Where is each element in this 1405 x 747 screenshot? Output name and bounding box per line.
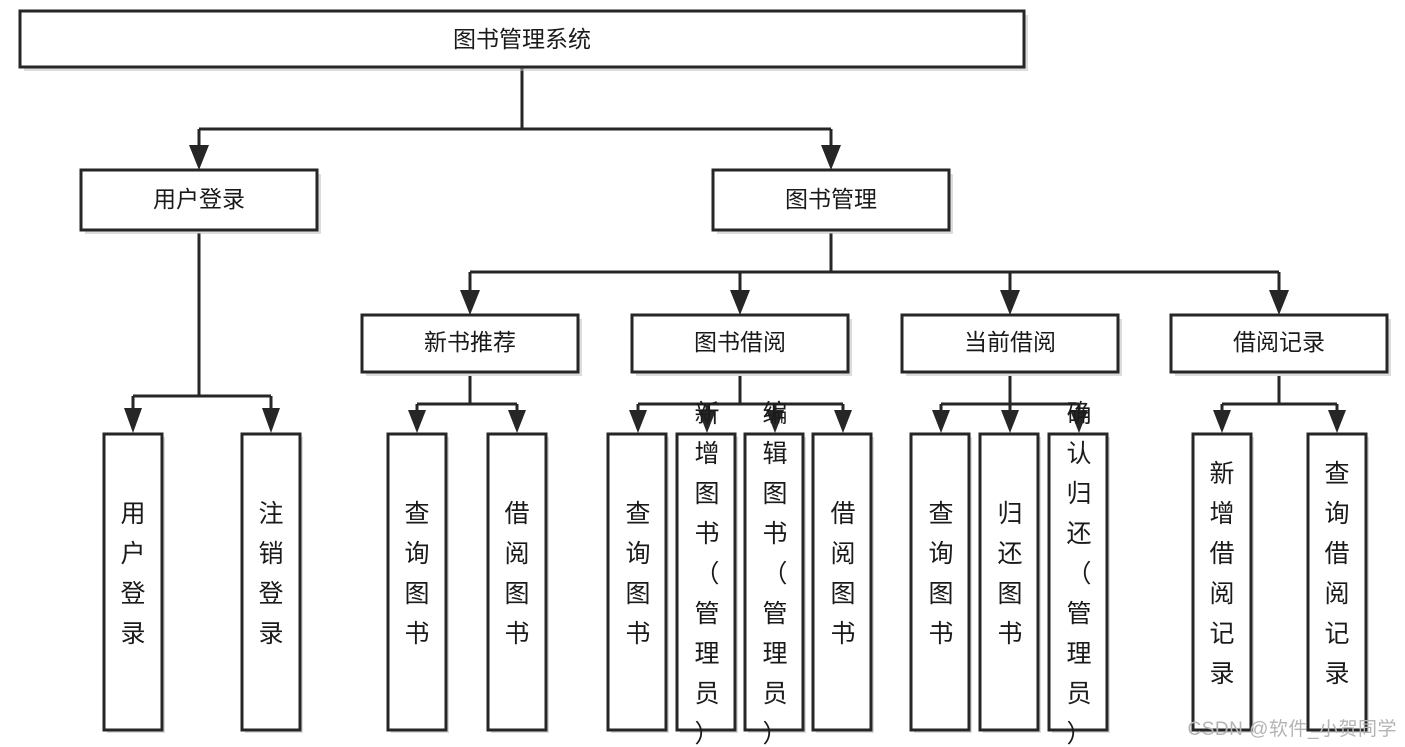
connector-borrowrecord-to-leaves bbox=[1213, 376, 1346, 433]
connector-currentborrow-to-leaves bbox=[932, 376, 1088, 433]
node-root-label: 图书管理系统 bbox=[453, 26, 591, 52]
node-borrow-record[interactable]: 借阅记录 bbox=[1169, 313, 1391, 376]
connector-newbook-to-leaves bbox=[408, 376, 526, 433]
arrow-head-icon bbox=[124, 408, 142, 433]
connector-root-to-level2 bbox=[189, 68, 841, 170]
node-box bbox=[1047, 432, 1109, 732]
leaf-label: 新增图书（管理员） bbox=[694, 400, 719, 747]
node-borrow-record-label: 借阅记录 bbox=[1233, 329, 1325, 355]
arrow-head-icon bbox=[1000, 290, 1020, 315]
node-box bbox=[386, 432, 448, 732]
node-new-book-recommend-label: 新书推荐 bbox=[424, 329, 516, 355]
leaf-node-query-book-newbook[interactable]: 查询图书 bbox=[386, 432, 449, 733]
node-book-borrow-label: 图书借阅 bbox=[694, 329, 786, 355]
arrow-head-icon bbox=[1070, 410, 1088, 433]
leaf-label: 用户登录 bbox=[120, 500, 145, 648]
leaf-label: 确认归还（管理员） bbox=[1066, 400, 1091, 747]
node-box bbox=[486, 432, 548, 732]
node-box bbox=[606, 432, 668, 732]
arrow-head-icon bbox=[834, 410, 852, 433]
node-box bbox=[900, 313, 1120, 374]
node-box bbox=[711, 168, 951, 232]
arrow-head-icon bbox=[189, 145, 209, 170]
leaf-node-query-borrow-record[interactable]: 查询借阅记录 bbox=[1306, 432, 1369, 733]
connector-bookborrow-to-leaves bbox=[629, 376, 852, 433]
arrow-head-icon bbox=[1269, 290, 1289, 315]
node-user-login-label: 用户登录 bbox=[153, 186, 245, 212]
leaf-label: 借阅图书 bbox=[830, 500, 855, 648]
leaf-label: 查询图书 bbox=[928, 500, 953, 648]
node-box bbox=[79, 168, 319, 232]
arrow-head-icon bbox=[508, 410, 526, 433]
arrow-head-icon bbox=[1213, 410, 1231, 433]
node-box bbox=[811, 432, 873, 732]
leaf-label: 查询图书 bbox=[625, 500, 650, 648]
arrow-head-icon bbox=[629, 410, 647, 433]
node-box bbox=[18, 9, 1026, 69]
leaf-label: 新增借阅记录 bbox=[1209, 460, 1234, 688]
leaf-node-borrow-book-newbook[interactable]: 借阅图书 bbox=[486, 432, 549, 733]
node-new-book-recommend[interactable]: 新书推荐 bbox=[360, 313, 582, 376]
arrow-head-icon bbox=[698, 410, 716, 433]
node-book-management-label: 图书管理 bbox=[785, 186, 877, 212]
arrow-head-icon bbox=[1328, 410, 1346, 433]
arrow-head-icon bbox=[821, 145, 841, 170]
arrow-head-icon bbox=[262, 408, 280, 433]
node-user-login[interactable]: 用户登录 bbox=[79, 168, 321, 234]
node-box bbox=[1306, 432, 1368, 732]
leaf-node-query-book-current[interactable]: 查询图书 bbox=[909, 432, 972, 733]
leaf-label: 借阅图书 bbox=[504, 500, 529, 648]
leaf-label: 归还图书 bbox=[997, 500, 1022, 648]
connector-userlogin-to-leaves bbox=[124, 233, 280, 433]
leaf-label: 查询图书 bbox=[404, 500, 429, 648]
leaf-node-return-book[interactable]: 归还图书 bbox=[978, 432, 1041, 733]
node-box bbox=[1169, 313, 1389, 374]
node-box bbox=[909, 432, 971, 732]
arrow-head-icon bbox=[932, 410, 950, 433]
leaf-node-user-login[interactable]: 用户登录 bbox=[102, 432, 165, 733]
leaf-label: 注销登录 bbox=[258, 500, 283, 648]
node-box bbox=[978, 432, 1040, 732]
node-current-borrow[interactable]: 当前借阅 bbox=[900, 313, 1122, 376]
node-root[interactable]: 图书管理系统 bbox=[18, 9, 1028, 71]
leaf-node-confirm-return-admin[interactable]: 确认归还（管理员） bbox=[1047, 400, 1110, 747]
node-box bbox=[360, 313, 580, 374]
leaf-node-logout[interactable]: 注销登录 bbox=[240, 432, 303, 733]
node-box bbox=[630, 313, 850, 374]
node-box bbox=[102, 432, 164, 732]
arrow-head-icon bbox=[460, 290, 480, 315]
leaf-node-add-book-admin[interactable]: 新增图书（管理员） bbox=[675, 400, 738, 747]
leaf-label: 编辑图书（管理员） bbox=[762, 400, 787, 747]
node-book-borrow[interactable]: 图书借阅 bbox=[630, 313, 852, 376]
csdn-watermark: CSDN @软件_小贺同学 bbox=[1187, 719, 1397, 740]
node-box bbox=[675, 432, 737, 732]
arrow-head-icon bbox=[408, 410, 426, 433]
leaf-node-borrow-book[interactable]: 借阅图书 bbox=[811, 432, 874, 733]
node-box bbox=[240, 432, 302, 732]
arrow-head-icon bbox=[730, 290, 750, 315]
leaf-label: 查询借阅记录 bbox=[1324, 460, 1349, 688]
node-current-borrow-label: 当前借阅 bbox=[964, 329, 1056, 355]
leaf-node-query-book-borrow[interactable]: 查询图书 bbox=[606, 432, 669, 733]
arrow-head-icon bbox=[766, 410, 784, 433]
arrow-head-icon bbox=[1001, 410, 1019, 433]
leaf-node-add-borrow-record[interactable]: 新增借阅记录 bbox=[1191, 432, 1254, 733]
node-box bbox=[1191, 432, 1253, 732]
node-box bbox=[743, 432, 805, 732]
connector-bookmgmt-to-level3 bbox=[460, 233, 1289, 315]
leaf-node-edit-book-admin[interactable]: 编辑图书（管理员） bbox=[743, 400, 806, 747]
node-book-management[interactable]: 图书管理 bbox=[711, 168, 953, 234]
